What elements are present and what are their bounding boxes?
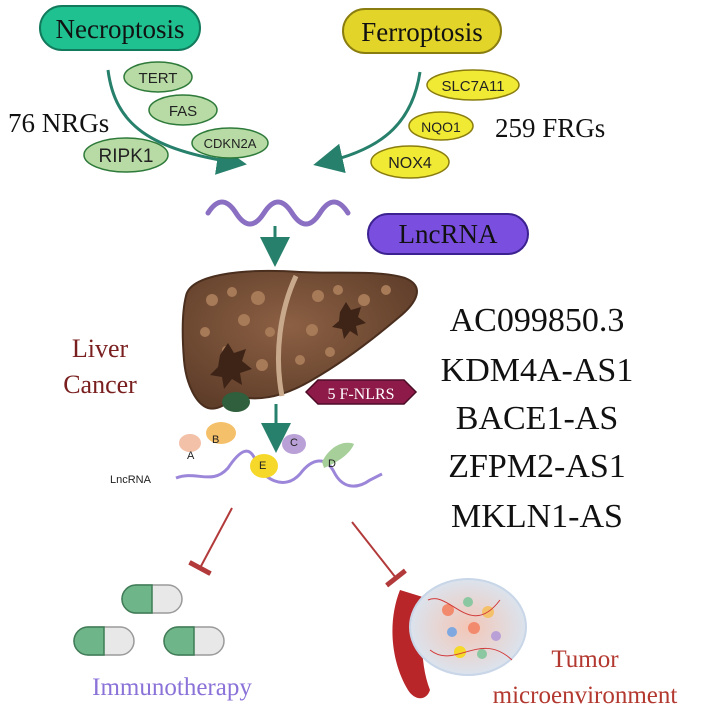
lncrna-badge: LncRNA	[367, 213, 529, 255]
blob-e: E	[250, 454, 278, 478]
gene-label-slc7a11: SLC7A11	[441, 78, 504, 95]
blob-b: B	[206, 422, 236, 446]
gene-label-fas: FAS	[169, 103, 197, 120]
liver-label-line1: Liver	[72, 334, 129, 363]
gene-label-tert: TERT	[139, 70, 178, 87]
lncrna-item: ZFPM2-AS1	[448, 448, 626, 485]
lncrna-item: KDM4A-AS1	[441, 352, 634, 389]
blob-a: A	[179, 434, 201, 462]
lncrna-small-label: LncRNA	[110, 474, 152, 486]
liver-label-line2: Cancer	[63, 370, 137, 399]
necroptosis-badge: Necroptosis	[39, 5, 201, 51]
blob-d: D	[322, 442, 354, 470]
blob-b-label: B	[212, 434, 219, 446]
lncrna-item: MKLN1-AS	[451, 498, 623, 535]
inhibit-line-immunotherapy	[188, 507, 233, 576]
tumor-label-line2: microenvironment	[493, 682, 678, 709]
gene-oval-nqo1: NQO1	[408, 111, 474, 141]
lncrna-strand	[175, 449, 383, 488]
gene-label-cdkn2a: CDKN2A	[204, 136, 257, 151]
pill-3	[163, 626, 225, 656]
tumor-label-line1: Tumor	[551, 646, 619, 673]
pill-1	[121, 584, 183, 614]
nrg-count: 76 NRGs	[8, 108, 109, 138]
fnlrs-label: 5 F-NLRS	[327, 386, 394, 403]
gene-oval-ripk1: RIPK1	[83, 137, 169, 173]
inhibit-line-tumor	[351, 521, 407, 588]
gene-label-nqo1: NQO1	[421, 119, 461, 135]
blob-e-label: E	[259, 460, 266, 472]
immunotherapy-label: Immunotherapy	[92, 674, 252, 701]
gene-oval-slc7a11: SLC7A11	[426, 69, 520, 101]
tumor-illustration	[392, 578, 527, 699]
gene-oval-cdkn2a: CDKN2A	[191, 127, 269, 159]
gene-label-ripk1: RIPK1	[99, 146, 154, 167]
blob-d-label: D	[328, 458, 336, 470]
lncrna-badge-label: LncRNA	[399, 219, 498, 249]
gene-oval-tert: TERT	[123, 61, 193, 93]
lncrna-list: AC099850.3 KDM4A-AS1 BACE1-AS ZFPM2-AS1 …	[441, 302, 634, 535]
lncrna-item: AC099850.3	[450, 302, 625, 339]
gene-label-nox4: NOX4	[388, 155, 432, 172]
liver-illustration	[181, 269, 418, 412]
rna-wave	[205, 199, 351, 227]
blob-a-label: A	[187, 450, 195, 462]
pill-2	[73, 626, 135, 656]
blob-c: C	[282, 434, 306, 454]
necroptosis-arrow	[106, 69, 247, 175]
necroptosis-label: Necroptosis	[56, 14, 185, 44]
gene-oval-fas: FAS	[148, 94, 218, 126]
frg-count: 259 FRGs	[495, 113, 605, 143]
blob-c-label: C	[290, 437, 298, 449]
lncrna-item: BACE1-AS	[456, 400, 618, 437]
fnlrs-badge: 5 F-NLRS	[304, 379, 418, 405]
ferroptosis-label: Ferroptosis	[361, 17, 483, 47]
ferroptosis-badge: Ferroptosis	[342, 8, 502, 54]
ferroptosis-arrow	[313, 71, 422, 174]
gene-oval-nox4: NOX4	[370, 145, 450, 179]
